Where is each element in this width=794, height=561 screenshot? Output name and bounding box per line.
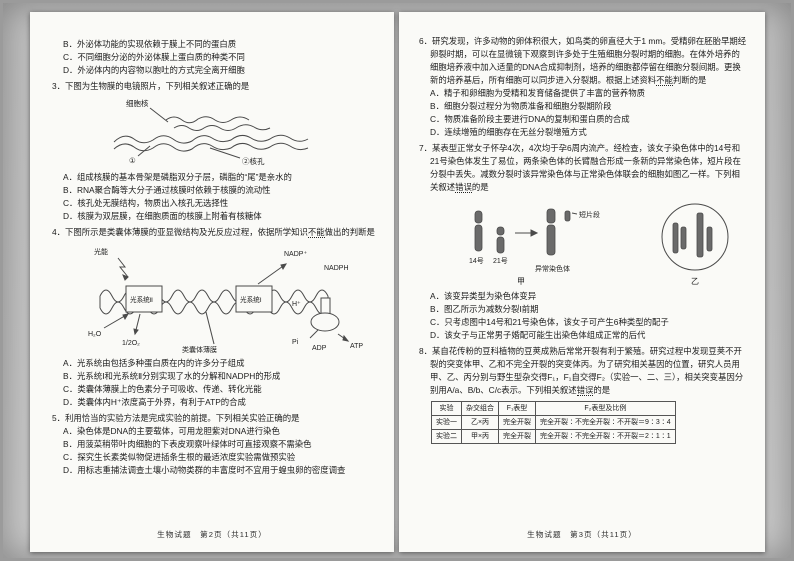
question-5-option-d: D．用标志重捕法调查土壤小动物类群的丰富度时不宜用于蝗虫卵的密度调查 (63, 465, 346, 475)
table-cell: 甲×丙 (461, 429, 499, 444)
nadp-label: NADP⁺ (284, 251, 307, 258)
exam-page-3: 6．研究发现，许多动物的卵体积很大，如鸟类的卵直径大于1 mm。受精卵在胚胎早期… (399, 12, 765, 552)
photosystem-1-label: 光系统Ⅰ (240, 295, 262, 304)
header-f2-phenotype-ratio: F₂表型及比例 (535, 401, 676, 416)
emphasized-word: 不能 (307, 227, 325, 238)
question-2-option-d: D．外泌体内的内容物以胞吐的方式完全离开细胞 (63, 65, 245, 75)
thylakoid-membrane-label: 类囊体薄膜 (182, 345, 217, 354)
stem-text: 4．下图所示是类囊体薄膜的亚显微结构及光反应过程，依据所学知识 (52, 227, 308, 237)
emphasized-word: 错误 (576, 385, 594, 396)
table-cell: 完全开裂 (498, 415, 536, 430)
stem-text: 做出的判断是 (324, 227, 375, 237)
question-6-option-c: C．物质准备阶段主要进行DNA的复制和蛋白质的合成 (430, 114, 630, 124)
table-cell: 乙×丙 (461, 415, 499, 430)
question-5-option-c: C．探究生长素类似物促进插条生根的最适浓度实验需做预实验 (63, 452, 296, 462)
question-6-option-a: A．精子和卵细胞为受精和发育储备提供了丰富的营养物质 (430, 88, 645, 98)
question-8-stem: 8．某自花传粉的豆科植物的豆荚成熟后常常开裂有利于繁殖。研究过程中发现豆荚不开裂… (419, 345, 747, 397)
chromosome-21-label: 21号 (493, 257, 508, 265)
chromosome-shapes (474, 208, 713, 258)
question-4-option-c: C．类囊体薄膜上的色素分子可吸收、传递、转化光能 (63, 384, 262, 394)
question-4-option-d: D．类囊体内H⁺浓度高于外界，有利于ATP的合成 (63, 397, 246, 407)
light-energy-label: 光能 (94, 247, 108, 256)
light-arrow (117, 257, 129, 278)
nuclear-pore-label: ②核孔 (242, 156, 265, 166)
question-7-option-a: A．该变异类型为染色体变异 (430, 291, 537, 301)
stem-text: 7．某表型正常女子怀孕4次，4次均于孕6周内流产。经检查，该女子染色体中的14号… (419, 143, 741, 192)
question-3-option-d: D．核膜为双层膜，在细胞质面的核膜上附着有核糖体 (63, 211, 262, 221)
nucleus-label: 细胞核 (126, 98, 149, 108)
scanner-background: B．外泌体功能的实现依赖于膜上不同的蛋白质 C．不同细胞分泌的外泌体膜上蛋白质的… (3, 3, 791, 558)
chromosome-14-label: 14号 (469, 257, 484, 265)
stem-text: 8．某自花传粉的豆科植物的豆荚成熟后常常开裂有利于繁殖。研究过程中发现豆荚不开裂… (419, 346, 744, 395)
question-2-option-c: C．不同细胞分泌的外泌体膜上蛋白质的种类不同 (63, 52, 245, 62)
question-3-option-b: B．RNA聚合酶等大分子通过核膜时依赖于核膜的流动性 (63, 185, 271, 195)
diagram-connectors (515, 203, 729, 271)
membrane-number-label: ① (129, 156, 136, 165)
exam-page-2: B．外泌体功能的实现依赖于膜上不同的蛋白质 C．不同细胞分泌的外泌体膜上蛋白质的… (30, 12, 394, 552)
table-cell: 实验二 (431, 429, 462, 444)
figure-jia-label: 甲 (517, 277, 525, 286)
question-2-option-b: B．外泌体功能的实现依赖于膜上不同的蛋白质 (63, 39, 237, 49)
question-6-option-d: D．连续增殖的细胞存在无丝分裂增殖方式 (430, 127, 587, 137)
table-cell: 完全开裂 (498, 429, 536, 444)
table-cell: 完全开裂∶不完全开裂∶不开裂＝9∶3∶4 (535, 415, 676, 430)
short-fragment-label: 短片段 (579, 210, 600, 219)
table-cell: 完全开裂∶不完全开裂∶不开裂＝2∶1∶1 (535, 429, 676, 444)
header-cross-combination: 杂交组合 (461, 401, 499, 416)
question-6-stem: 6．研究发现，许多动物的卵体积很大，如鸟类的卵直径大于1 mm。受精卵在胚胎早期… (419, 35, 747, 87)
nadph-label: NADPH (324, 265, 349, 272)
figure-yi-label: 乙 (691, 277, 699, 286)
chromosome-translocation-diagram: 14号 21号 短片段 异常染色体 甲 乙 (469, 203, 729, 286)
question-3-option-a: A．组成核膜的基本骨架是磷脂双分子层，磷脂的“尾”是亲水的 (63, 172, 292, 182)
header-experiment: 实验 (431, 401, 462, 416)
oxygen-label: 1/2O₂ (122, 340, 140, 347)
emphasized-word: 不能 (656, 75, 673, 86)
stem-text: 6．研究发现，许多动物的卵体积很大，如鸟类的卵直径大于1 mm。受精卵在胚胎早期… (419, 36, 747, 85)
question-3-option-c: C．核孔处无膜结构，物质出入核孔无选择性 (63, 198, 229, 208)
nuclear-envelope-em-diagram: 细胞核 ① ②核孔 (113, 98, 309, 166)
header-f1-phenotype: F₁表型 (498, 401, 536, 416)
stem-text: 的是 (471, 182, 489, 192)
thylakoid-light-reaction-diagram: 光能 光系统Ⅱ 光系统Ⅰ NADP⁺ NADPH H₂O 1/2O₂ H⁺ Pi… (88, 247, 363, 354)
question-7-option-b: B．图乙所示为减数分裂Ⅰ前期 (430, 304, 539, 314)
table-cell: 实验一 (431, 415, 462, 430)
photosystem-2-label: 光系统Ⅱ (130, 295, 153, 304)
pi-label: Pi (292, 339, 299, 346)
table-header-row: 实验 杂交组合 F₁表型 F₂表型及比例 (431, 401, 676, 416)
table-row-experiment-1: 实验一 乙×丙 完全开裂 完全开裂∶不完全开裂∶不开裂＝9∶3∶4 (431, 415, 676, 430)
page-3-footer: 生物试题 第3页（共11页） (527, 530, 637, 539)
stem-text: 的是 (593, 385, 611, 395)
proton-label: H⁺ (292, 301, 301, 308)
table-row-experiment-2: 实验二 甲×丙 完全开裂 完全开裂∶不完全开裂∶不开裂＝2∶1∶1 (431, 429, 676, 444)
question-7-stem: 7．某表型正常女子怀孕4次，4次均于孕6周内流产。经检查，该女子染色体中的14号… (419, 142, 747, 194)
stem-text: 判断的是 (672, 75, 707, 85)
atp-label: ATP (350, 343, 363, 350)
question-4-option-a: A．光系统由包括多种蛋白质在内的许多分子组成 (63, 358, 245, 368)
adp-label: ADP (312, 345, 327, 352)
question-7-option-c: C．只考虑图中14号和21号染色体，该女子可产生6种类型的配子 (430, 317, 669, 327)
water-label: H₂O (88, 331, 102, 338)
em-membrane-lines (113, 107, 309, 159)
question-3-stem: 3．下图为生物膜的电镜照片，下列相关叙述正确的是 (52, 81, 250, 91)
question-4-stem: 4．下图所示是类囊体薄膜的亚显微结构及光反应过程，依据所学知识不能做出的判断是 (52, 226, 378, 239)
question-5-option-b: B．用菠菜稍带叶肉细胞的下表皮观察叶绿体时可直接观察不需染色 (63, 439, 312, 449)
thylakoid-membrane-lines (99, 257, 350, 345)
question-6-option-b: B．细胞分裂过程分为物质准备和细胞分裂期阶段 (430, 101, 612, 111)
question-4-option-b: B．光系统Ⅰ和光系统Ⅱ分别实现了水的分解和NADPH的形成 (63, 371, 281, 381)
question-5-stem: 5．利用恰当的实验方法是完成实验的前提。下列相关实验正确的是 (52, 413, 300, 423)
question-5-option-a: A．染色体是DNA的主要载体，可用龙胆紫对DNA进行染色 (63, 426, 280, 436)
abnormal-chromosome-label: 异常染色体 (535, 264, 570, 273)
question-8-cross-table: 实验 杂交组合 F₁表型 F₂表型及比例 实验一 乙×丙 完全开裂 完全开裂∶不… (431, 401, 676, 444)
emphasized-word: 错误 (455, 182, 472, 193)
question-7-option-d: D．该女子与正常男子婚配可能生出染色体组成正常的后代 (430, 330, 646, 340)
page-2-footer: 生物试题 第2页（共11页） (157, 530, 267, 539)
em-diagram-labels: 细胞核 ① ②核孔 (126, 98, 265, 166)
thylakoid-diagram-labels: 光能 光系统Ⅱ 光系统Ⅰ NADP⁺ NADPH H₂O 1/2O₂ H⁺ Pi… (88, 247, 363, 354)
chromosome-diagram-labels: 14号 21号 短片段 异常染色体 甲 乙 (469, 210, 699, 286)
